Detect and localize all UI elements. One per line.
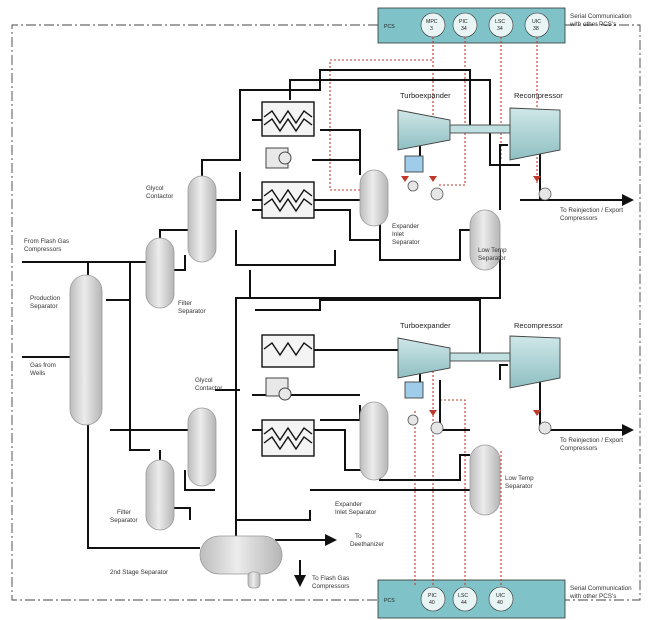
serial-top-1: Serial Communication [570, 13, 632, 20]
signal-arrows [401, 176, 541, 416]
pcs-top-ctl-2a: PIC [459, 19, 468, 25]
valves-jt [265, 147, 292, 401]
filter-separator-bottom [145, 459, 175, 531]
filter-bottom-2: Separator [110, 517, 138, 524]
recomp-bottom-label: Recompressor [514, 321, 563, 330]
vessels [69, 169, 501, 589]
pcs-bot-ctl-1a: PIC [428, 593, 437, 599]
to-reinjection-bottom-2: Compressors [560, 445, 597, 452]
second-stage-label: 2nd Stage Separator [110, 569, 168, 576]
signal-lines [329, 37, 538, 585]
filter-separator-top [145, 237, 175, 309]
pcs-panel-top [377, 7, 566, 44]
to-flash-gas-2: Compressors [312, 583, 349, 590]
to-reinjection-bottom-1: To Reinjection / Export [560, 437, 623, 444]
expander-inlet-separator-bottom [359, 401, 389, 481]
gas-from-wells-2: Wells [30, 370, 45, 377]
gas-from-wells-1: Gas from [30, 362, 56, 369]
turboexpander-bottom [397, 337, 451, 379]
turbo-top-label: Turboexpander [400, 91, 451, 100]
heat-exchangers [261, 101, 315, 457]
expander-top-1: Expander [392, 223, 419, 230]
serial-bottom-1: Serial Communication [570, 585, 632, 592]
pcs-panel-bottom [377, 579, 566, 619]
to-deethanizer-2: Deethanizer [350, 541, 384, 548]
glycol-contactor-top [187, 175, 217, 263]
lowtemp-top-1: Low Temp [478, 247, 507, 254]
lowtemp-top-2: Separator [478, 255, 506, 262]
to-reinjection-top-2: Compressors [560, 215, 597, 222]
recompressor-top [509, 107, 561, 161]
expander-bottom-1: Expander [335, 501, 362, 508]
low-temp-separator-bottom [469, 444, 501, 516]
recompressor-bottom [509, 335, 561, 389]
pcs-top-ctl-4b: 38 [533, 26, 539, 32]
production-sep-2: Separator [30, 303, 58, 310]
to-deethanizer-1: To [355, 533, 362, 540]
filter-bottom-1: Filter [117, 509, 131, 516]
pcs-bot-ctl-3b: 40 [497, 600, 503, 606]
filter-top-1: Filter [178, 300, 192, 307]
pcs-top-ctl-3b: 34 [497, 26, 503, 32]
glycol-contactor-bottom [187, 407, 217, 487]
pcs-top-ctl-1b: 3 [430, 26, 433, 32]
serial-bottom-2: with other PCS's [569, 593, 616, 600]
turbo-bottom-label: Turboexpander [400, 321, 451, 330]
boundary [11, 24, 641, 601]
to-reinjection-top-1: To Reinjection / Export [560, 207, 623, 214]
pcs-top-ctl-2b: 34 [461, 26, 467, 32]
lowtemp-bottom-1: Low Temp [505, 475, 534, 482]
filter-top-2: Separator [178, 308, 206, 315]
pcs-top-ctl-4a: UIC [532, 19, 541, 25]
pcs-top-ctl-3a: LSC [495, 19, 505, 25]
production-sep-1: Production [30, 295, 61, 302]
from-flash-gas-2: Compressors [24, 246, 61, 253]
pcs-bot-ctl-2a: LSC [458, 593, 468, 599]
label-layer: PCS MPC 3 PIC 34 LSC 34 UIC 38 PCS PIC 4… [24, 13, 632, 606]
glycol-bottom-2: Contactor [195, 385, 222, 392]
pcs-bot-ctl-1b: 40 [429, 600, 435, 606]
glycol-bottom-1: Glycol [195, 377, 213, 384]
control-valves [407, 180, 552, 435]
lowtemp-bottom-2: Separator [505, 483, 533, 490]
pcs-top-ctl-1a: MPC [426, 19, 438, 25]
second-stage-separator [199, 535, 283, 575]
expander-bottom-2: Inlet Separator [335, 509, 376, 516]
turbo-machines [397, 107, 561, 399]
pcs-bot-ctl-2b: 44 [461, 600, 467, 606]
glycol-top-1: Glycol [146, 185, 164, 192]
pcs-bottom-label: PCS [384, 598, 395, 604]
from-flash-gas-1: From Flash Gas [24, 238, 69, 245]
to-flash-gas-1: To Flash Gas [312, 575, 349, 582]
recomp-top-label: Recompressor [514, 91, 563, 100]
expander-top-2: Inlet [392, 231, 404, 238]
pcs-top-label: PCS [384, 24, 395, 30]
expander-top-3: Separator [392, 239, 420, 246]
glycol-top-2: Contactor [146, 193, 173, 200]
serial-top-2: with other PCS's [569, 21, 616, 28]
low-temp-separator-top [469, 209, 501, 271]
turboexpander-top [397, 109, 451, 151]
pcs-bot-ctl-3a: UIC [496, 593, 505, 599]
expander-inlet-separator-top [359, 169, 389, 227]
production-separator [69, 274, 103, 426]
